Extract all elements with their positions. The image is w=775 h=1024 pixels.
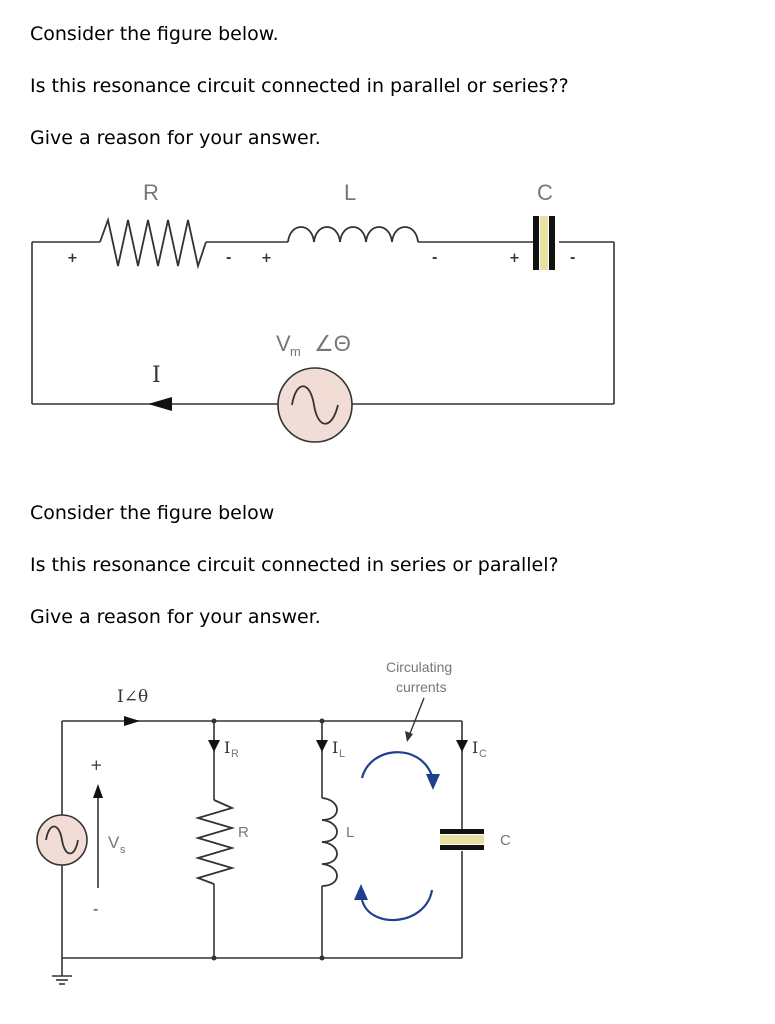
series-plus-r: + bbox=[67, 251, 78, 266]
circulating-arrow-top bbox=[360, 751, 434, 779]
parallel-label-r: R bbox=[238, 824, 249, 841]
parallel-label-c: C bbox=[500, 832, 511, 849]
series-minus-r: - bbox=[226, 251, 231, 266]
series-label-r: R bbox=[143, 180, 159, 205]
ic-arrow bbox=[456, 740, 468, 752]
question-2-reason: Give a reason for your answer. bbox=[30, 606, 321, 628]
ir-arrow bbox=[208, 740, 220, 752]
total-current-label: I∠θ bbox=[117, 687, 148, 707]
circulating-arrow-bottom-head bbox=[354, 884, 368, 900]
question-1-prompt: Is this resonance circuit connected in p… bbox=[30, 75, 569, 97]
series-source-sub: m bbox=[290, 344, 301, 359]
vs-arrow-head bbox=[93, 784, 103, 798]
parallel-capacitor-dielectric bbox=[440, 835, 484, 844]
circulating-label-line1: Circulating bbox=[386, 659, 452, 675]
series-source-v: V bbox=[276, 331, 291, 356]
parallel-plus: + bbox=[90, 756, 103, 774]
parallel-capacitor-plate-top bbox=[440, 829, 484, 834]
parallel-resistor bbox=[194, 799, 236, 885]
question-1-intro: Consider the figure below. bbox=[30, 23, 279, 45]
il-arrow bbox=[316, 740, 328, 752]
series-minus-c: - bbox=[570, 251, 575, 266]
junction-dots bbox=[211, 718, 325, 961]
series-current-arrow bbox=[148, 397, 172, 411]
series-capacitor-plate-left bbox=[533, 216, 539, 270]
question-2-intro: Consider the figure below bbox=[30, 502, 275, 524]
vs-label: V bbox=[108, 833, 120, 852]
circulating-arrow-bottom bbox=[360, 889, 434, 922]
question-1-reason: Give a reason for your answer. bbox=[30, 127, 321, 149]
parallel-label-l: L bbox=[346, 824, 354, 841]
series-plus-c: + bbox=[509, 251, 520, 266]
vs-label-sub: s bbox=[120, 844, 126, 856]
series-source-angle: ∠Θ bbox=[314, 331, 351, 356]
series-label-i: I bbox=[152, 363, 161, 388]
series-minus-l: - bbox=[432, 251, 437, 266]
parallel-minus: - bbox=[93, 900, 98, 918]
series-label-l: L bbox=[344, 180, 356, 205]
ir-label: I bbox=[224, 738, 230, 757]
ground-icon bbox=[52, 975, 72, 985]
series-capacitor-plate-right bbox=[549, 216, 555, 270]
circulating-label-line2: currents bbox=[396, 679, 447, 695]
series-inductor bbox=[287, 226, 419, 243]
ic-label-sub: C bbox=[479, 748, 487, 760]
total-current-arrow bbox=[124, 716, 140, 726]
circulating-pointer-head bbox=[405, 731, 413, 742]
parallel-capacitor-plate-bottom bbox=[440, 845, 484, 850]
series-label-c: C bbox=[537, 180, 553, 205]
il-label: I bbox=[332, 738, 338, 757]
parallel-inductor bbox=[321, 797, 338, 887]
series-ac-source bbox=[277, 367, 353, 443]
ic-label: I bbox=[472, 738, 478, 757]
circulating-pointer-line bbox=[408, 697, 425, 737]
il-label-sub: L bbox=[339, 748, 345, 760]
parallel-sine-icon bbox=[45, 825, 79, 855]
ir-label-sub: R bbox=[231, 748, 239, 760]
circulating-arrow-top-head bbox=[426, 774, 440, 790]
series-resistor bbox=[99, 216, 207, 270]
series-plus-l: + bbox=[261, 251, 272, 266]
series-capacitor-dielectric bbox=[540, 216, 548, 270]
question-2-prompt: Is this resonance circuit connected in s… bbox=[30, 554, 559, 576]
series-sine-icon bbox=[291, 385, 339, 425]
